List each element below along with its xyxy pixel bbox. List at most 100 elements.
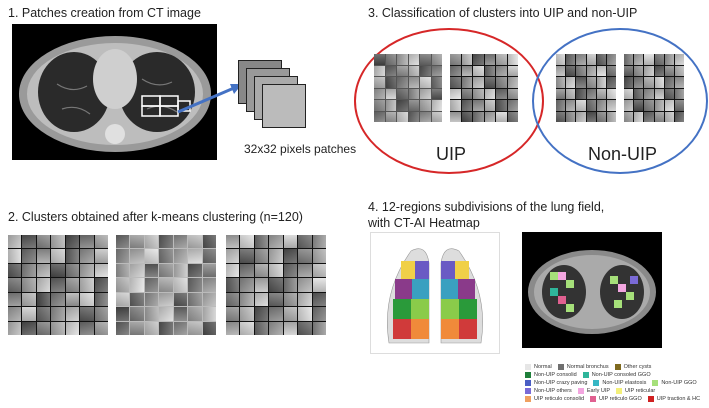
patch-tile <box>145 249 158 262</box>
legend-swatch <box>590 396 596 402</box>
patch-tile <box>188 249 201 262</box>
patch-tile <box>386 112 397 123</box>
patch-tile <box>665 112 674 123</box>
patch-tile <box>284 278 297 291</box>
patch-tile <box>374 77 385 88</box>
patch-tile <box>556 100 565 111</box>
patch-tile <box>397 54 408 65</box>
patch-tile <box>675 54 684 65</box>
patch-tile <box>508 54 519 65</box>
patch-tile <box>159 264 172 277</box>
patch-tile <box>203 307 216 320</box>
patch-tile <box>462 54 473 65</box>
patch-tile <box>409 77 420 88</box>
patch-tile <box>226 264 239 277</box>
patch-tile <box>226 249 239 262</box>
legend-swatch <box>616 388 622 394</box>
legend-label: Non-UIP others <box>534 387 572 395</box>
legend-row-0: Normal Normal bronchus Other cysts <box>525 363 705 371</box>
patch-tile <box>566 89 575 100</box>
legend-item: Non-UIP consolid <box>525 371 577 379</box>
patch-tile <box>496 100 507 111</box>
patch-tile <box>116 249 129 262</box>
legend-item: Other cysts <box>615 363 652 371</box>
patch-tile <box>298 264 311 277</box>
patch-tile <box>432 112 443 123</box>
patch-tile <box>462 66 473 77</box>
patch-tile <box>420 100 431 111</box>
patch-tile <box>587 66 596 77</box>
panel1-title: 1. Patches creation from CT image <box>8 6 201 20</box>
arrow-icon <box>176 78 246 118</box>
patch-tile <box>51 235 64 248</box>
nonuip-label: Non-UIP <box>588 144 657 165</box>
patch-tile <box>313 278 326 291</box>
legend-row-1: Non-UIP consolid Non-UIP consoled GGO <box>525 371 705 379</box>
patch-tile <box>597 89 606 100</box>
legend-label: Non-UIP GGO <box>661 379 696 387</box>
patch-tile <box>597 77 606 88</box>
patch-tile <box>240 322 253 335</box>
patch-tile <box>188 307 201 320</box>
patch-tile <box>116 235 129 248</box>
patch-tile <box>665 100 674 111</box>
patch-tile <box>485 100 496 111</box>
patch-tile <box>22 249 35 262</box>
legend-swatch <box>578 388 584 394</box>
legend-label: UIP reticulo GGO <box>599 395 642 403</box>
panel2-title: 2. Clusters obtained after k-means clust… <box>8 210 303 224</box>
kmeans-cluster-grid-1 <box>8 235 108 335</box>
patch-tile <box>462 112 473 123</box>
legend-item: Normal <box>525 363 552 371</box>
patch-tile <box>655 66 664 77</box>
patch-tile <box>255 249 268 262</box>
patch-tile <box>624 54 633 65</box>
patch-tile <box>607 100 616 111</box>
patch-tile <box>432 100 443 111</box>
legend-swatch <box>558 364 564 370</box>
patch-tile <box>298 249 311 262</box>
patch-tile <box>485 89 496 100</box>
patch-tile <box>313 235 326 248</box>
patch-tile <box>95 249 108 262</box>
legend-item: UIP reticulo GGO <box>590 395 642 403</box>
patch-tile <box>496 112 507 123</box>
patch-tile <box>462 77 473 88</box>
patch-tile <box>159 249 172 262</box>
patch-tile <box>409 66 420 77</box>
patch-tile <box>473 66 484 77</box>
patch-tile <box>587 89 596 100</box>
patch-tile <box>576 77 585 88</box>
legend-row-3: Non-UIP others Early UIP UIP reticular <box>525 387 705 395</box>
legend-swatch <box>648 396 654 402</box>
patch-tile <box>374 54 385 65</box>
legend-label: Non-UIP consoled GGO <box>592 371 651 379</box>
patch-tile <box>566 66 575 77</box>
patch-tile <box>284 307 297 320</box>
patch-tile <box>644 89 653 100</box>
patch-tile <box>450 100 461 111</box>
patch-tile <box>587 112 596 123</box>
lung-region-drawing <box>371 233 499 353</box>
legend-item: Early UIP <box>578 387 610 395</box>
patch-tile <box>409 89 420 100</box>
patch-tile <box>203 322 216 335</box>
patch-tile <box>269 249 282 262</box>
patch-tile <box>226 307 239 320</box>
patch-tile <box>130 264 143 277</box>
patch-tile <box>587 77 596 88</box>
patch-tile <box>66 235 79 248</box>
legend-swatch <box>593 380 599 386</box>
patch-tile <box>174 293 187 306</box>
patch-tile <box>174 235 187 248</box>
patch-tile <box>576 100 585 111</box>
patch-tile <box>374 89 385 100</box>
patch-tile <box>226 278 239 291</box>
legend-label: Non-UIP crazy paving <box>534 379 587 387</box>
patch-tile <box>51 249 64 262</box>
patch-tile <box>655 89 664 100</box>
patch-tile <box>269 307 282 320</box>
kmeans-cluster-grid-3 <box>226 235 326 335</box>
patch-tile <box>80 307 93 320</box>
patch-tile <box>203 293 216 306</box>
